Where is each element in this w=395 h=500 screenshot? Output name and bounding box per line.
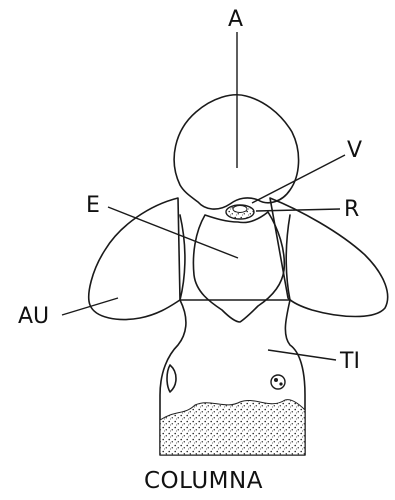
leader-r: [256, 209, 340, 211]
leader-ti: [268, 350, 336, 360]
label-r: R: [344, 197, 359, 222]
label-ti: TI: [339, 349, 360, 374]
label-au: AU: [18, 304, 49, 329]
leader-e: [108, 207, 238, 258]
leader-au: [62, 298, 118, 315]
stippled-base: [160, 400, 305, 455]
left-auricle: [89, 198, 180, 319]
label-e: E: [86, 193, 100, 218]
label-a: A: [228, 7, 243, 32]
figure-caption: COLUMNA: [144, 468, 263, 494]
pollinium: [271, 375, 285, 389]
label-v: V: [347, 138, 362, 163]
central-column: [193, 212, 284, 322]
right-auricle: [270, 198, 388, 317]
